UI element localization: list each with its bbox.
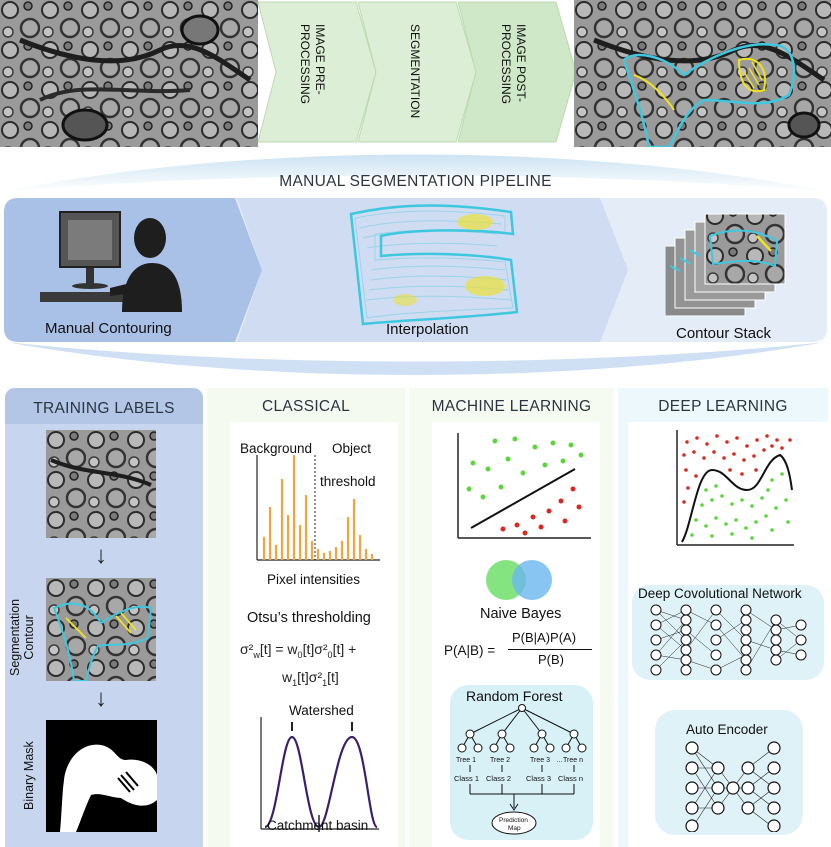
binary-mask-label: Binary Mask [22, 741, 36, 810]
bayes-fraction-bar [508, 649, 592, 650]
naive-bayes-label: Naive Bayes [480, 606, 562, 622]
dl-title: DEEP LEARNING [658, 398, 788, 415]
step-label-segmentation: SEGMENTATION [408, 24, 422, 119]
otsu-formula: σ²w[t] = w0[t]σ²0[t] + w1[t]σ²1[t] [240, 641, 357, 688]
training-em-image [46, 430, 156, 538]
random-forest-label: Random Forest [466, 688, 563, 704]
em-image-raw [0, 0, 258, 147]
class-label-n: Class n [558, 774, 583, 783]
tree-label-n: …Tree n [556, 757, 583, 764]
autoencoder-diagram-icon [685, 741, 781, 832]
class-label-1: Class 1 [454, 774, 479, 783]
random-forest-diagram: Tree 1 Tree 2 Tree 3 …Tree n Class 1 Cla… [454, 704, 587, 835]
threshold-label: threshold [320, 474, 376, 489]
manual-band [4, 198, 827, 342]
autoencoder-label: Auto Encoder [686, 722, 768, 737]
background-label: Background [240, 441, 313, 456]
stage-label-contour-stack: Contour Stack [676, 325, 772, 342]
interpolation-contours [349, 204, 519, 326]
stage-label-manual-contouring: Manual Contouring [45, 320, 172, 337]
ml-title: MACHINE LEARNING [431, 398, 592, 415]
map-label: Map [508, 825, 521, 832]
person-at-computer-icon [40, 211, 182, 312]
watershed-chart [260, 717, 379, 832]
venn-diagram [486, 560, 552, 600]
training-contour-image [46, 578, 156, 681]
watershed-label: Watershed [289, 703, 354, 718]
bayes-numerator: P(B|A)P(A) [512, 630, 577, 645]
cnn-diagram-icon [650, 604, 807, 676]
step-label-postprocessing: IMAGE POST-PROCESSING [499, 24, 528, 105]
step-label-preprocessing: IMAGE PRE-PROCESSING [298, 24, 327, 105]
classical-title: CLASSICAL [262, 398, 350, 415]
binary-mask-image [46, 720, 157, 832]
manual-pipeline-title: MANUAL SEGMENTATION PIPELINE [279, 173, 552, 190]
tree-label-3: Tree 3 [530, 757, 550, 764]
training-labels-title: TRAINING LABELS [33, 400, 175, 417]
class-label-3: Class 3 [526, 774, 551, 783]
pipeline-lens-top [0, 154, 831, 192]
class-label-2: Class 2 [486, 774, 511, 783]
stage-label-interpolation: Interpolation [386, 321, 469, 338]
contour-stack-icon [665, 213, 786, 317]
pipeline-lens-bottom [6, 342, 825, 375]
linear-classifier-scatter [457, 433, 591, 539]
down-arrow-1: ↓ [95, 542, 107, 569]
prediction-label: Prediction [499, 817, 528, 824]
down-arrow-2: ↓ [95, 685, 107, 712]
tree-label-2: Tree 2 [490, 757, 510, 764]
otsu-label: Otsu’s thresholding [247, 610, 371, 626]
cnn-label: Deep Covolutional Network [638, 586, 802, 601]
bayes-lhs: P(A|B) = [444, 643, 496, 658]
object-label: Object [332, 441, 372, 456]
pipeline-arrows [258, 1, 577, 143]
em-image-contoured [574, 0, 831, 147]
pixel-intensities-label: Pixel intensities [267, 572, 361, 587]
catchment-basin-label: Catchment basin [267, 818, 369, 833]
tree-label-1: Tree 1 [456, 757, 476, 764]
bayes-denominator: P(B) [538, 652, 564, 667]
histogram-chart [256, 455, 380, 561]
nonlinear-classifier-scatter [676, 430, 794, 546]
